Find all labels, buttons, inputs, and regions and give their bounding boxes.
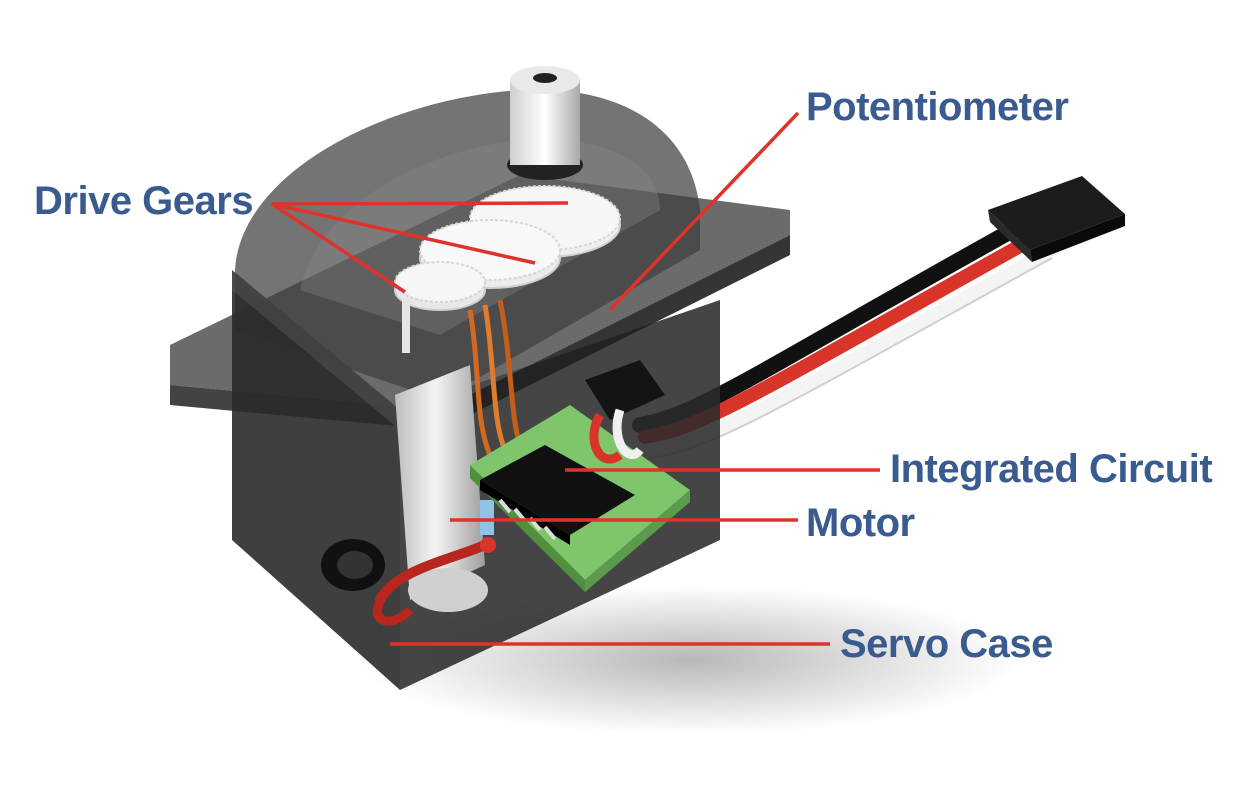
label-integrated-circuit: Integrated Circuit (890, 447, 1213, 491)
leader-potentiometer (608, 111, 800, 312)
label-servo-case: Servo Case (840, 622, 1053, 666)
label-drive-gears: Drive Gears (34, 179, 254, 223)
output-shaft (507, 66, 583, 180)
copper-wires (467, 299, 523, 456)
leader-lines (271, 111, 880, 646)
cable-connector (988, 176, 1125, 262)
ic-chip (480, 445, 635, 545)
motor-body (321, 365, 496, 626)
label-potentiometer: Potentiometer (806, 85, 1069, 129)
drive-gears (394, 185, 621, 353)
label-motor: Motor (806, 501, 915, 545)
leader-drive-gear-2 (271, 202, 536, 265)
leader-drive-gear-1 (271, 201, 569, 206)
cable-grommet (585, 360, 665, 464)
leader-drive-gear-3 (271, 202, 406, 294)
